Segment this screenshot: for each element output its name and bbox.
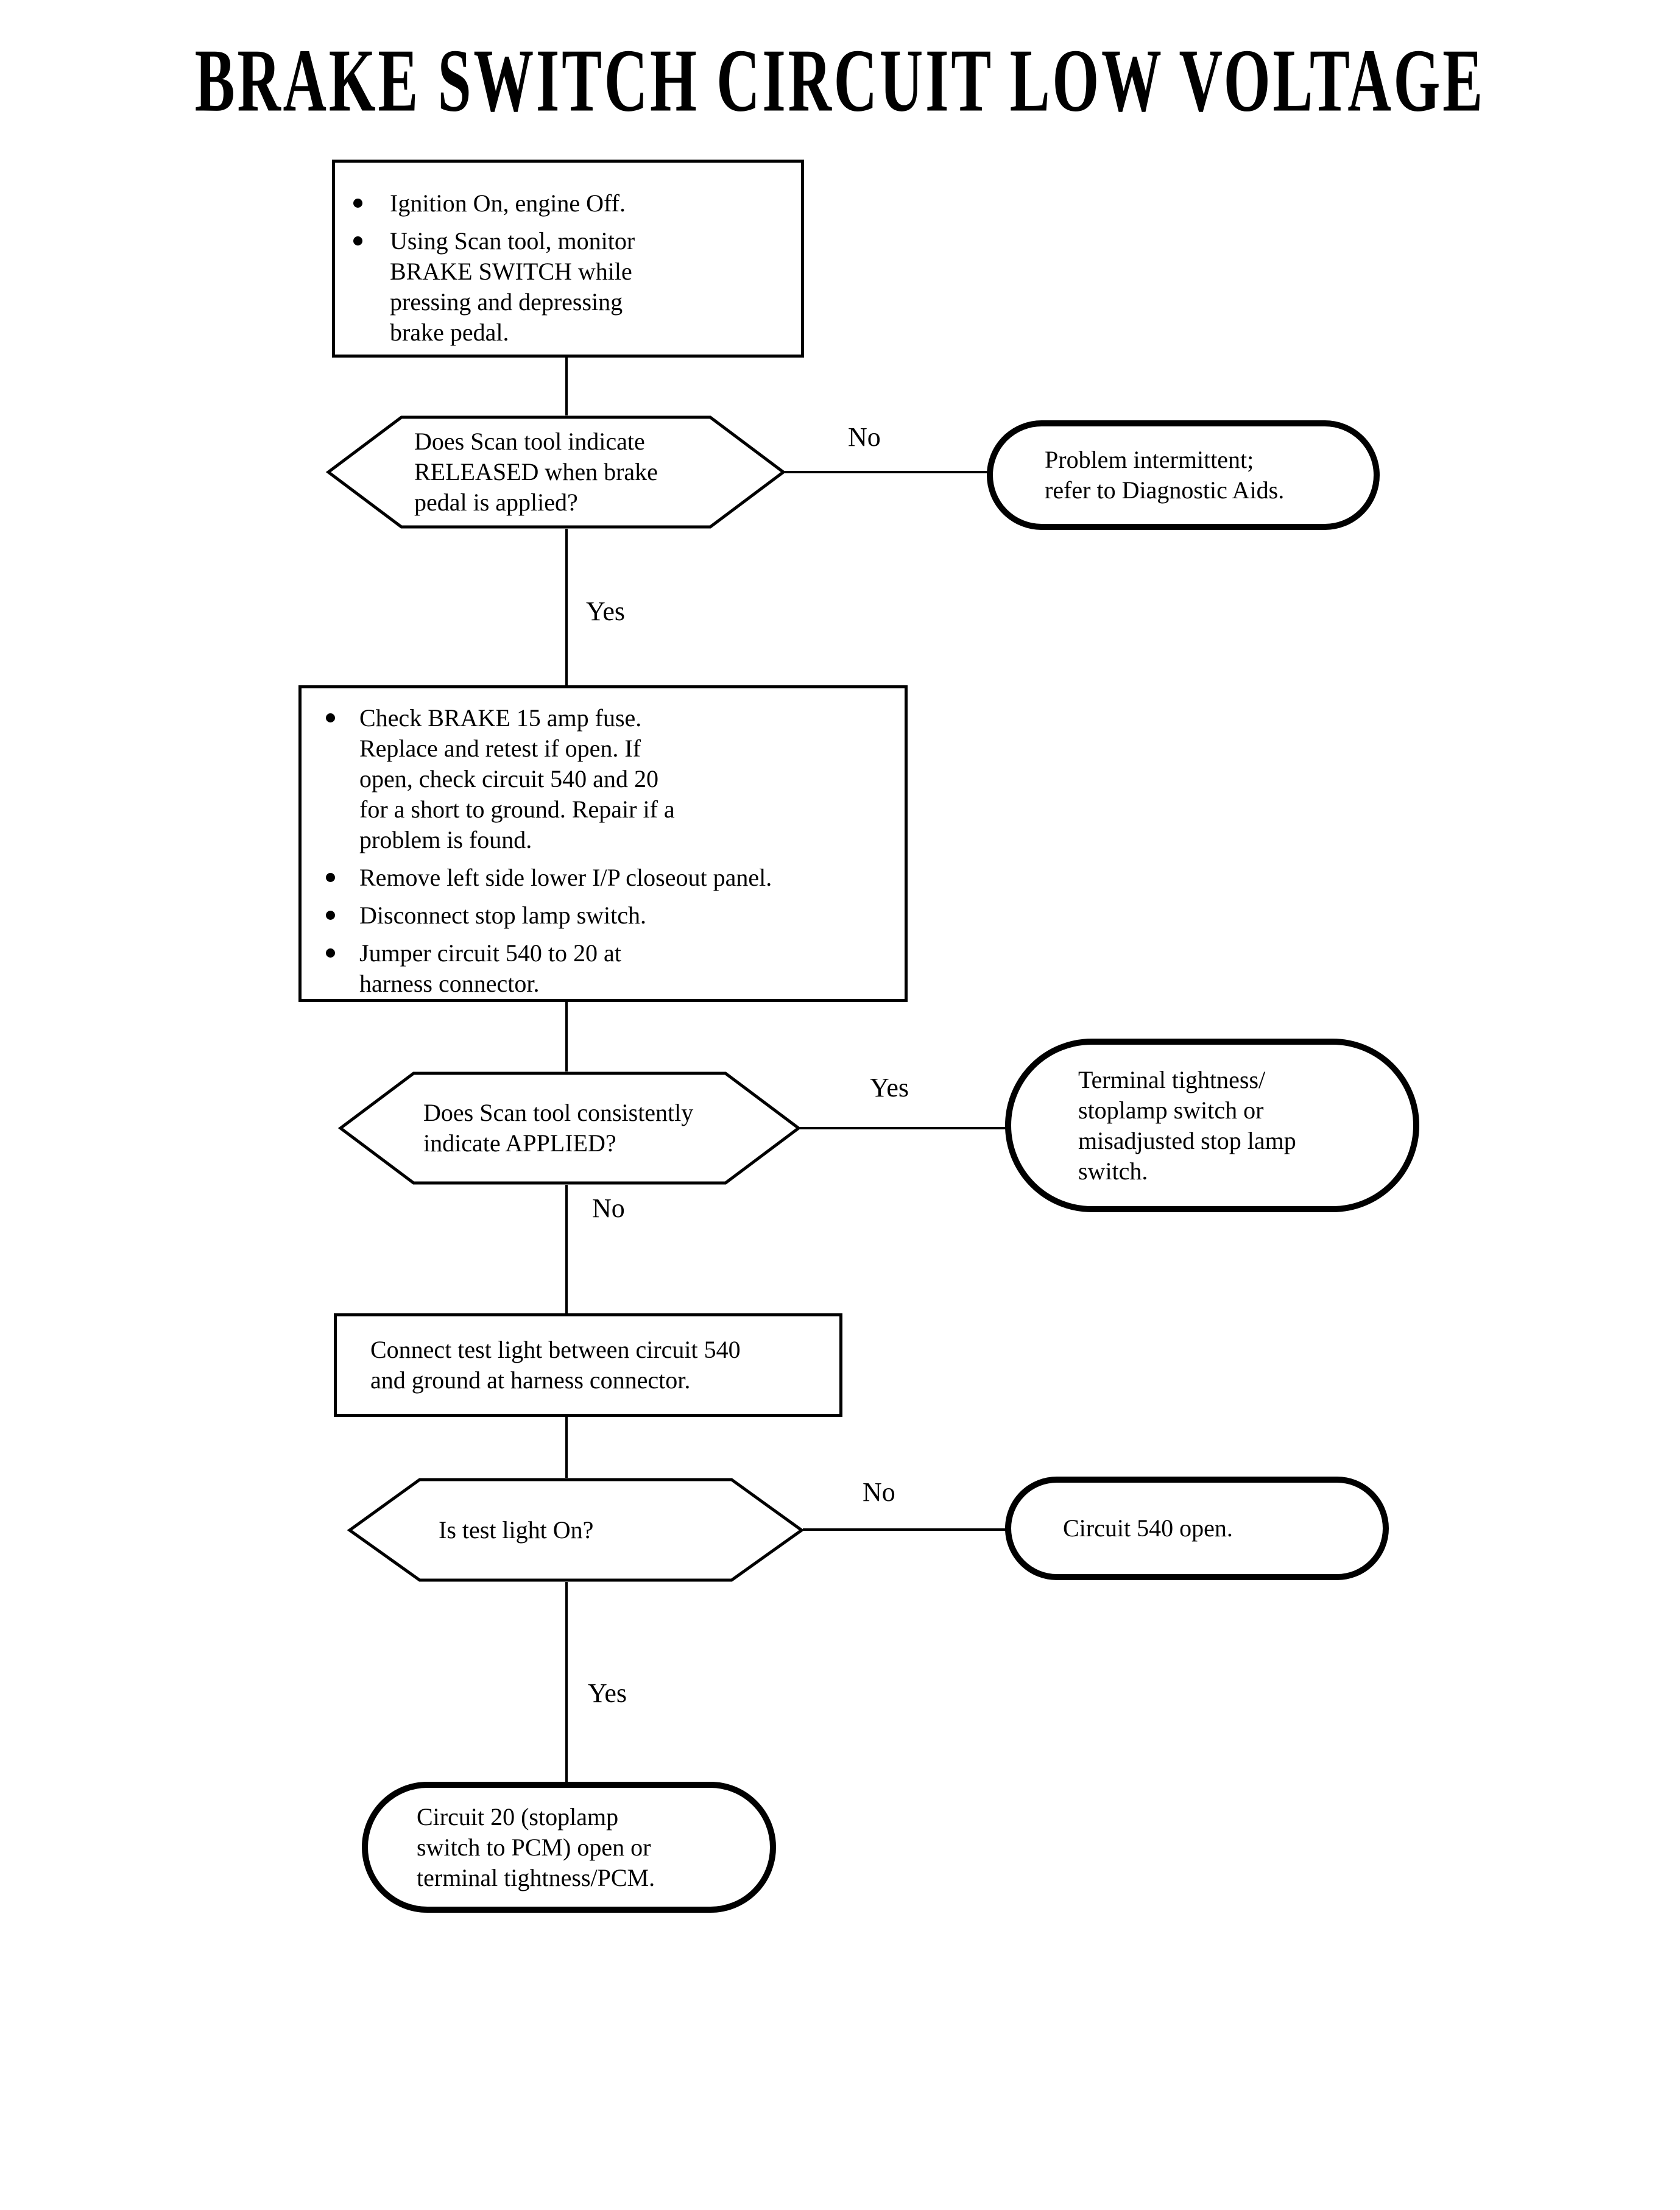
decision2-yes-label: Yes — [870, 1073, 909, 1103]
bullet-icon — [326, 900, 359, 931]
decision-released-hexagon: Does Scan tool indicate RELEASED when br… — [326, 414, 786, 530]
decision3-yes-label: Yes — [588, 1678, 627, 1708]
connector-decision2-yes — [800, 1127, 1008, 1129]
connector-decision2-to-testbox — [565, 1185, 568, 1315]
bullet-icon — [326, 703, 359, 855]
connector-decision1-no — [785, 471, 989, 473]
connector-start-to-decision1 — [565, 356, 568, 415]
connector-testbox-to-decision3 — [565, 1416, 568, 1478]
decision3-no-label: No — [863, 1477, 895, 1507]
decision-applied-hexagon: Does Scan tool consistently indicate APP… — [338, 1070, 801, 1186]
page-title: BRAKE SWITCH CIRCUIT LOW VOLTAGE — [0, 29, 1680, 130]
decision-test-light-text-wrap: Is test light On? — [439, 1516, 594, 1544]
decision1-no-label: No — [848, 422, 881, 452]
hexagon-shape — [347, 1478, 804, 1582]
decision-released-text-wrap: Does Scan tool indicate RELEASED when br… — [414, 428, 658, 516]
terminal-circuit540-open: Circuit 540 open. — [1005, 1477, 1389, 1580]
action-box: Check BRAKE 15 amp fuse. Replace and ret… — [298, 685, 908, 1002]
terminal-tightness-stoplamp: Terminal tightness/ stoplamp switch or m… — [1005, 1039, 1419, 1212]
test-light-box: Connect test light between circuit 540 a… — [334, 1313, 842, 1417]
action-bullet-2: Remove left side lower I/P closeout pane… — [326, 863, 892, 893]
decision1-yes-label: Yes — [586, 596, 626, 626]
start-bullet-1: Ignition On, engine Off. — [353, 188, 789, 219]
bullet-icon — [326, 938, 359, 999]
connector-decision3-no — [803, 1528, 1008, 1531]
bullet-icon — [353, 226, 390, 348]
page-title-text: BRAKE SWITCH CIRCUIT LOW VOLTAGE — [194, 30, 1486, 131]
bullet-icon — [353, 188, 390, 219]
bullet-icon — [326, 863, 359, 893]
terminal-circuit20-open: Circuit 20 (stoplamp switch to PCM) open… — [362, 1782, 776, 1913]
decision-test-light-hexagon: Is test light On? — [347, 1477, 804, 1583]
terminal-problem-intermittent: Problem intermittent; refer to Diagnosti… — [987, 420, 1380, 530]
start-box: Ignition On, engine Off. Using Scan tool… — [332, 160, 804, 358]
decision2-no-label: No — [592, 1193, 625, 1223]
decision-applied-text-wrap: Does Scan tool consistently indicate APP… — [423, 1099, 694, 1157]
start-bullet-2: Using Scan tool, monitor BRAKE SWITCH wh… — [353, 226, 789, 348]
action-bullet-1: Check BRAKE 15 amp fuse. Replace and ret… — [326, 703, 892, 855]
action-bullet-3: Disconnect stop lamp switch. — [326, 900, 892, 931]
connector-actions-to-decision2 — [565, 1001, 568, 1071]
hexagon-shape — [326, 415, 786, 529]
action-bullet-4: Jumper circuit 540 to 20 at harness conn… — [326, 938, 892, 999]
connector-decision1-to-actions — [565, 529, 568, 687]
connector-decision3-to-result — [565, 1582, 568, 1783]
hexagon-shape — [338, 1071, 801, 1185]
